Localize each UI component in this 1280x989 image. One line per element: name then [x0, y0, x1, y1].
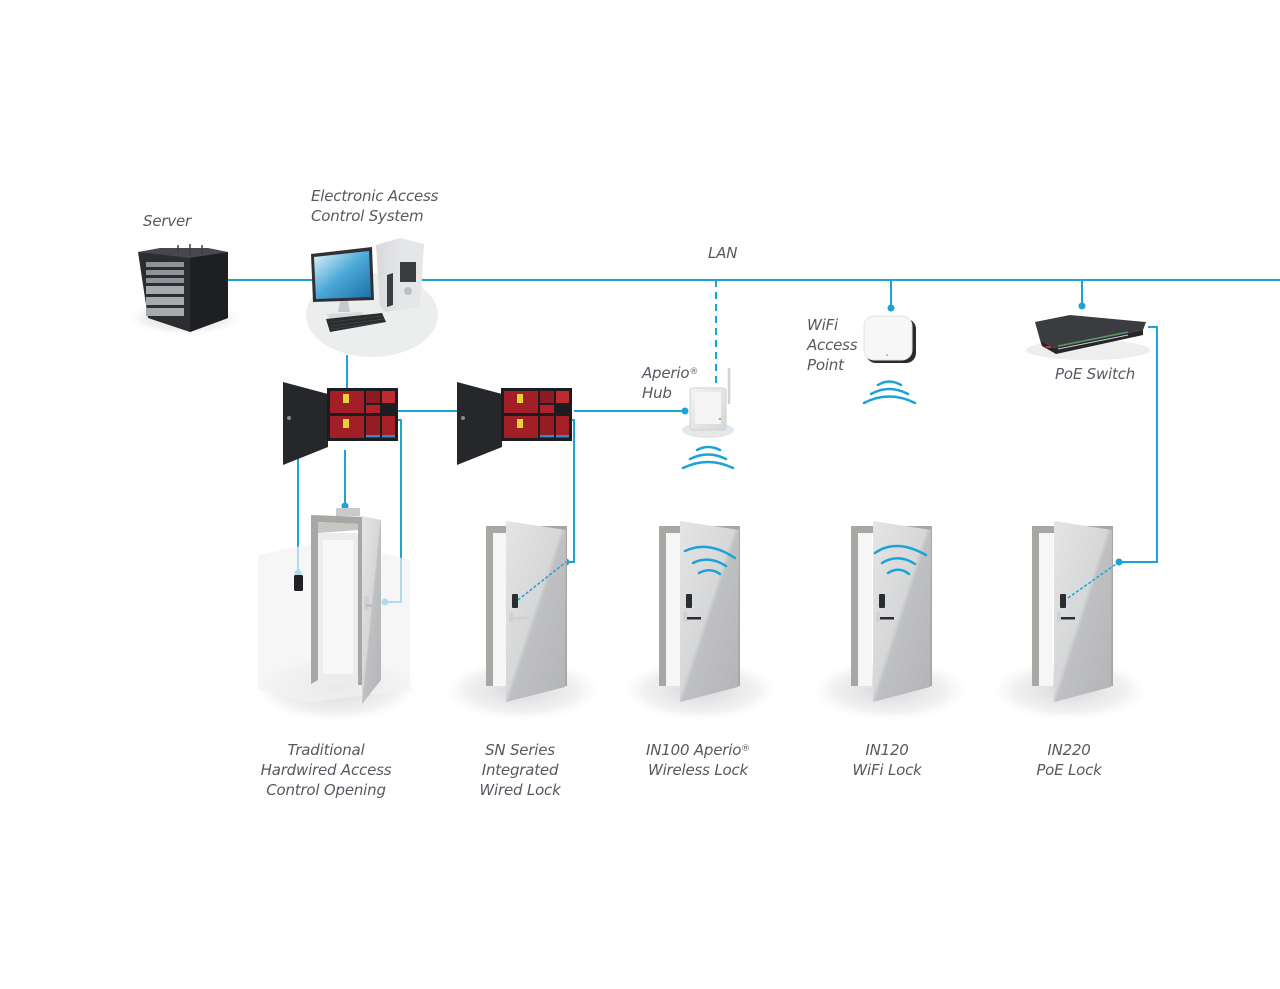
aperio-hub-label-line: Hub — [642, 384, 672, 402]
eacs-label-line: Electronic Access — [311, 187, 439, 205]
opening-label-sn-series: SN Series Integrated Wired Lock — [479, 740, 560, 800]
wireless-hub-icon — [682, 368, 734, 438]
network-switch-icon — [1026, 315, 1150, 360]
opening-label-line: Wireless Lock — [647, 761, 749, 779]
hub-radio-waves-icon — [681, 445, 735, 470]
opening-label-line: IN100 Aperio® — [646, 741, 750, 759]
door-poe-lock-icon — [988, 521, 1152, 722]
desktop-computer-icon — [306, 238, 438, 357]
wifi-ap-label: WiFi Access Point — [807, 315, 858, 375]
opening-label-line: IN220 — [1047, 741, 1091, 759]
wifi-ap-label-line: Access — [807, 336, 858, 354]
eacs-label-line: Control System — [311, 207, 424, 225]
wifi-ap-label-line: Point — [807, 356, 844, 374]
opening-label-line: Control Opening — [266, 781, 386, 799]
opening-label-line: PoE Lock — [1036, 761, 1102, 779]
access-control-panel-icon — [457, 382, 572, 465]
opening-label-in220: IN220 PoE Lock — [1036, 740, 1102, 780]
wifi-access-point-icon — [863, 315, 916, 363]
access-control-panel-2 — [457, 382, 572, 465]
switch-to-poe-door-line — [1119, 326, 1158, 563]
opening-label-line: Traditional — [287, 741, 365, 759]
opening-label-line: Integrated — [481, 761, 559, 779]
server-label: Server — [143, 212, 191, 230]
opening-label-traditional: Traditional Hardwired Access Control Ope… — [261, 740, 392, 800]
opening-label-line: Hardwired Access — [260, 761, 392, 779]
aperio-hub-label-line: Aperio® — [642, 364, 699, 382]
opening-label-line: Wired Lock — [479, 781, 561, 799]
server-rack-icon — [125, 244, 245, 336]
opening-label-in100: IN100 Aperio® Wireless Lock — [646, 740, 750, 780]
opening-label-line: WiFi Lock — [852, 761, 922, 779]
ap-radio-waves-icon — [862, 380, 917, 405]
poe-switch-label: PoE Switch — [1055, 365, 1136, 383]
wifi-ap-label-line: WiFi — [807, 316, 838, 334]
opening-label-line: SN Series — [485, 741, 555, 759]
door-wired-lock-icon — [440, 521, 604, 722]
opening-label-line: IN120 — [865, 741, 909, 759]
access-control-panel-icon — [283, 382, 398, 465]
access-control-panel-1 — [283, 382, 398, 465]
lan-label: LAN — [708, 244, 738, 262]
door-wifi-lock-icon — [808, 521, 972, 722]
panel2-to-lock-line — [566, 419, 575, 563]
aperio-hub-label: Aperio® Hub — [642, 363, 698, 403]
eacs-label: Electronic Access Control System — [311, 186, 438, 226]
door-with-card-reader-icon — [248, 508, 424, 724]
opening-label-in120: IN120 WiFi Lock — [852, 740, 921, 780]
door-wireless-lock-icon — [618, 521, 782, 722]
